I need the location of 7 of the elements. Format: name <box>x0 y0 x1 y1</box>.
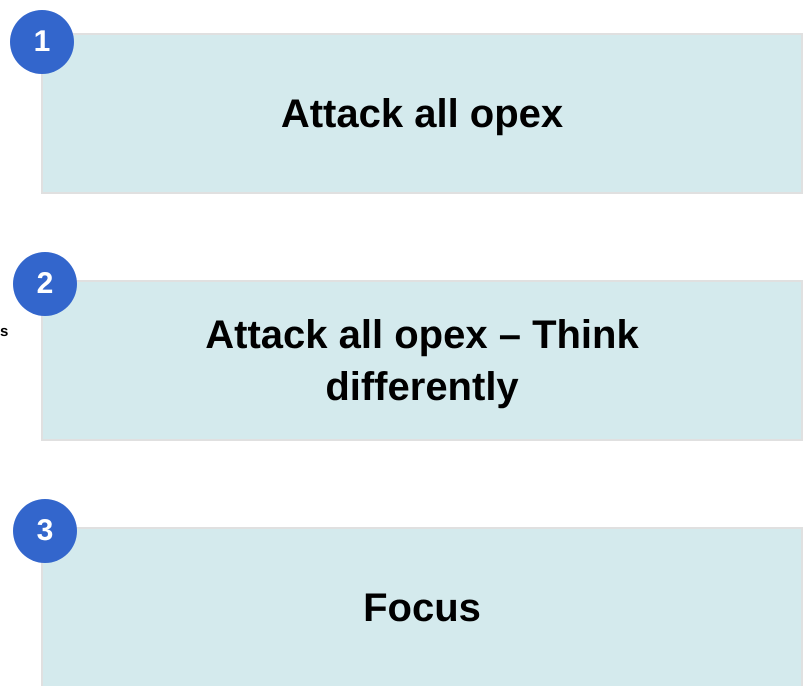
step-title: Focus <box>363 584 481 632</box>
cropped-text: s <box>0 323 8 340</box>
step-title: Attack all opex <box>280 90 564 138</box>
step-number-badge: 2 <box>13 252 77 316</box>
step-number-badge: 3 <box>13 499 77 563</box>
step-title: Attack all opex – Think differently <box>204 312 640 410</box>
step-number-badge: 1 <box>10 10 74 74</box>
